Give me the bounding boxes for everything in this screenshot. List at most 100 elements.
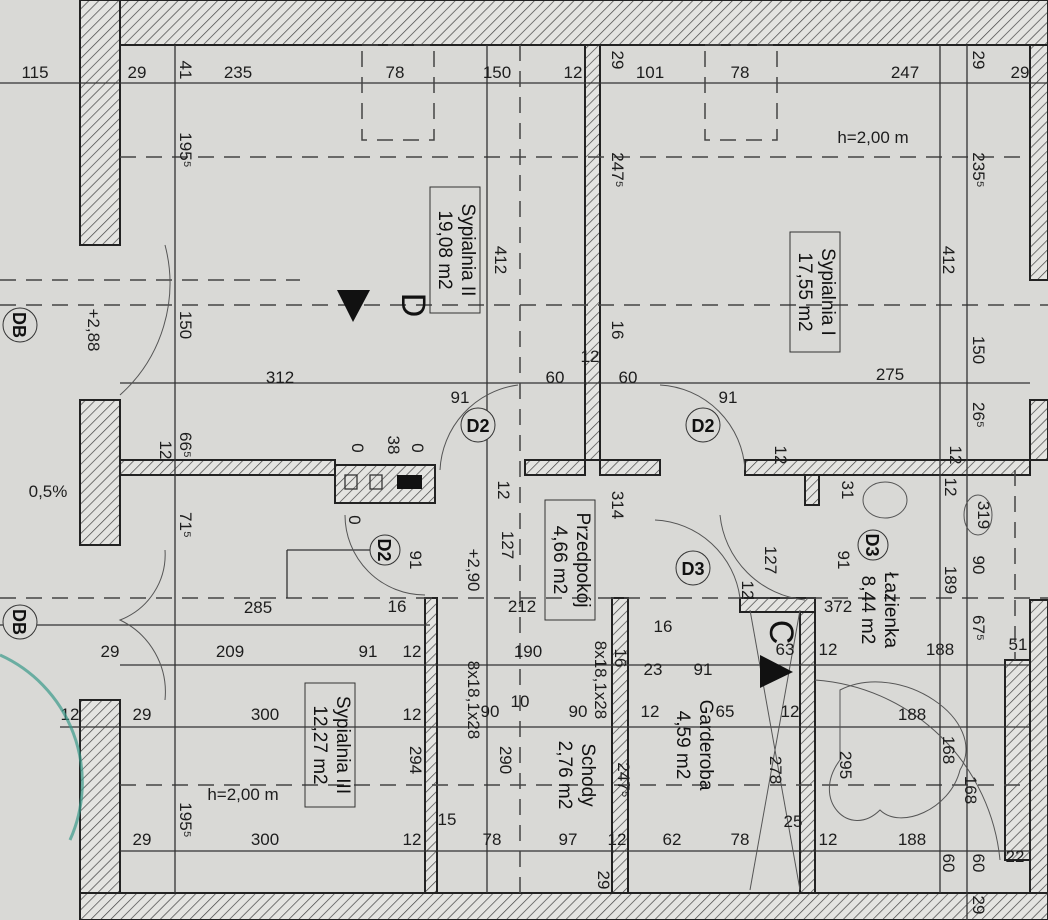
- dimension-label: 150: [176, 311, 195, 339]
- dimension-label: 91: [719, 388, 738, 407]
- dimension-label: 90: [569, 702, 588, 721]
- section-arrow-icon: [337, 290, 370, 322]
- dimension-label: 29: [133, 830, 152, 849]
- dimension-label: 23: [644, 660, 663, 679]
- dimension-label: 127: [761, 546, 780, 574]
- dimension-label: 78: [731, 830, 750, 849]
- door-tag: DB: [2, 604, 38, 640]
- svg-text:Sypialnia II: Sypialnia II: [457, 204, 478, 297]
- dimension-label: 8x18,1x28: [591, 641, 610, 719]
- dimension-label: 25: [784, 812, 803, 831]
- section-marks: D C: [337, 290, 800, 688]
- walls: [79, 0, 1048, 920]
- dimension-label: 188: [898, 705, 926, 724]
- dimension-label: +2,88: [84, 308, 103, 351]
- dimension-label: 60: [546, 368, 565, 387]
- dimension-label: 12: [819, 640, 838, 659]
- svg-text:12,27 m2: 12,27 m2: [309, 705, 330, 784]
- dimension-label: 115: [21, 63, 48, 82]
- door-tag: D3: [675, 550, 711, 586]
- dimension-label: 29: [101, 642, 120, 661]
- dimension-label: 12: [941, 478, 960, 497]
- svg-text:D2: D2: [691, 416, 714, 436]
- svg-text:D2: D2: [466, 416, 489, 436]
- door-swings: [118, 244, 1001, 891]
- dimension-label: 188: [898, 830, 926, 849]
- dimension-label: 189: [941, 566, 960, 594]
- dimension-label: 212: [508, 597, 536, 616]
- dimension-label: 294: [406, 746, 425, 774]
- dimension-label: 312: [266, 368, 294, 387]
- dimension-label: h=2,00 m: [207, 785, 278, 804]
- dimension-label: 195⁵: [176, 802, 195, 837]
- dimension-label: 41: [176, 61, 195, 80]
- dimension-label: 12: [156, 441, 175, 460]
- svg-text:8,44 m2: 8,44 m2: [857, 576, 878, 645]
- svg-text:D3: D3: [681, 559, 704, 579]
- dimension-label: 10: [511, 692, 530, 711]
- svg-text:C: C: [762, 620, 800, 645]
- dimension-label: 90: [969, 556, 988, 575]
- dimension-label: 0: [408, 443, 427, 452]
- dimension-label: 300: [251, 830, 279, 849]
- dimension-label: 12: [403, 705, 422, 724]
- dimension-label: 16: [608, 321, 627, 340]
- room-labels: Sypialnia II 19,08 m2 Sypialnia I 17,55 …: [304, 186, 901, 810]
- svg-text:4,66 m2: 4,66 m2: [549, 526, 570, 595]
- dimension-label: 51: [1009, 635, 1028, 654]
- dimension-label: 195⁵: [176, 132, 195, 167]
- room-sypialnia-ii: Sypialnia II 19,08 m2: [429, 186, 481, 314]
- dimension-label: 300: [251, 705, 279, 724]
- svg-text:Przedpokój: Przedpokój: [572, 512, 593, 607]
- dimension-label: 101: [636, 63, 664, 82]
- dimension-label: 190: [514, 642, 542, 661]
- dimension-label: 12: [581, 347, 600, 366]
- dimension-label: 12: [61, 705, 80, 724]
- dimension-label: 150: [969, 336, 988, 364]
- dimension-label: 62: [663, 830, 682, 849]
- dimension-label: 314: [608, 491, 627, 519]
- svg-text:4,59 m2: 4,59 m2: [672, 711, 693, 780]
- svg-text:19,08 m2: 19,08 m2: [434, 210, 455, 289]
- dimension-label: 15: [438, 810, 457, 829]
- dimension-label: 127: [498, 531, 517, 559]
- section-arrow-icon: [760, 655, 793, 688]
- grid-lines: [0, 44, 1048, 920]
- dimension-label: 412: [491, 246, 510, 274]
- svg-text:DB: DB: [9, 312, 29, 338]
- dimension-label: h=2,00 m: [837, 128, 908, 147]
- dimension-label: 78: [731, 63, 750, 82]
- dimension-label: 66⁵: [176, 432, 195, 458]
- dimension-label: 12: [819, 830, 838, 849]
- dimension-label: 78: [483, 830, 502, 849]
- svg-text:2,76 m2: 2,76 m2: [554, 741, 575, 810]
- dimension-label: 29: [133, 705, 152, 724]
- svg-text:Sypialnia I: Sypialnia I: [817, 248, 838, 336]
- dimension-label: +2,90: [464, 548, 483, 591]
- dimension-label: 0: [345, 515, 364, 524]
- room-lazienka: Łazienka 8,44 m2: [857, 572, 901, 648]
- dimension-label: 209: [216, 642, 244, 661]
- door-tag: D2: [685, 407, 721, 443]
- dimension-label: 150: [483, 63, 511, 82]
- dimension-label: 97: [559, 830, 578, 849]
- dimension-label: 29: [969, 896, 988, 915]
- room-przedpokoj: Przedpokój 4,66 m2: [544, 499, 596, 621]
- dimension-label: 235⁵: [969, 152, 988, 187]
- dimension-label: 0: [348, 443, 367, 452]
- dimension-label: 319: [974, 501, 993, 529]
- dimension-label: 295: [836, 751, 855, 779]
- dimension-label: 12: [608, 830, 627, 849]
- dimension-label: 235: [224, 63, 252, 82]
- dimension-label: 285: [244, 598, 272, 617]
- dimension-label: 412: [939, 246, 958, 274]
- door-tags: D2 D2 D2 D3 D3 DB DB: [2, 307, 889, 640]
- dimension-label: 29: [969, 51, 988, 70]
- dimension-label: 29: [128, 63, 147, 82]
- dimension-label: 247⁵: [608, 152, 627, 187]
- dimension-label: 275: [876, 365, 904, 384]
- dimension-label: 22: [1006, 847, 1025, 866]
- svg-text:Garderoba: Garderoba: [695, 700, 716, 791]
- dimension-label: 16: [388, 597, 407, 616]
- dimension-label: 168: [939, 736, 958, 764]
